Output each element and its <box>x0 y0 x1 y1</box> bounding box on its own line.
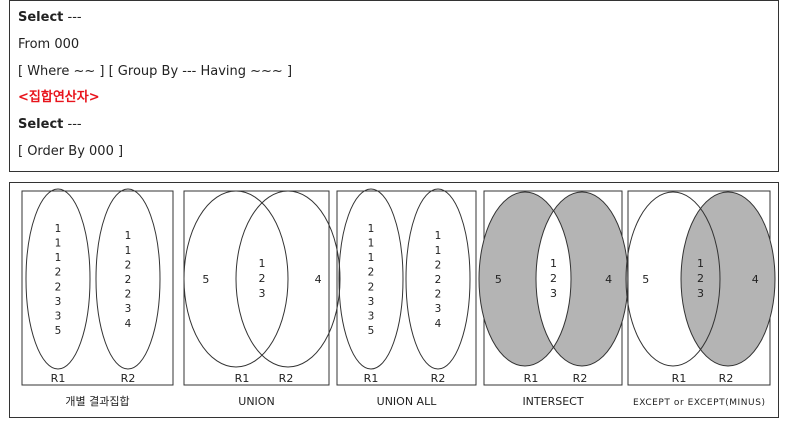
right-only-value: 4 <box>752 273 759 286</box>
r2-shaded-region <box>681 192 775 366</box>
r1-value: 1 <box>368 223 375 235</box>
diagram-caption: UNION <box>238 395 274 408</box>
right-only-value: 4 <box>605 273 612 286</box>
r2-value: 4 <box>435 318 442 330</box>
select-args: --- <box>67 10 82 25</box>
left-only-value: 5 <box>202 273 209 286</box>
overlap-value: 3 <box>697 287 704 300</box>
diagram-1: 1 1 1 2 2 3 3 5 1 1 2 2 2 3 4R1 R2 개별 결과집합 <box>21 188 174 408</box>
r1-value: 1 <box>368 252 375 264</box>
r1-ellipse <box>183 190 289 368</box>
r2-label: R2 <box>121 372 136 385</box>
r1-ellipse <box>338 188 404 370</box>
r2-value: 2 <box>435 274 442 286</box>
diagram-frame <box>183 190 330 386</box>
r2-ellipse <box>95 188 161 370</box>
r1-value: 2 <box>55 281 62 293</box>
diagram-caption: EXCEPT or EXCEPT(MINUS) <box>633 398 765 408</box>
diagram-caption: 개별 결과집합 <box>65 395 129 408</box>
set-operator-placeholder: <집합연산자> <box>18 90 100 106</box>
r1-value: 2 <box>55 267 62 279</box>
r2-value: 4 <box>125 318 132 330</box>
left-only-value: 5 <box>495 273 502 286</box>
r2-label: R2 <box>719 372 734 385</box>
diagram-frame <box>21 190 174 386</box>
r1-value: 1 <box>55 252 62 264</box>
overlap-value: 2 <box>550 272 557 285</box>
r2-value: 2 <box>125 259 132 271</box>
code-line-from: From 000 <box>18 36 80 52</box>
r2-value: 1 <box>435 230 442 242</box>
r1-value: 1 <box>368 238 375 250</box>
r2-ellipse <box>235 190 341 368</box>
r1-ellipse <box>478 191 572 367</box>
r2-value: 1 <box>125 230 132 242</box>
diagram-caption: UNION ALL <box>377 395 438 408</box>
overlap-value: 2 <box>697 272 704 285</box>
left-only-value: 5 <box>642 273 649 286</box>
r2-value: 2 <box>435 289 442 301</box>
r1-label: R1 <box>364 372 379 385</box>
r1-ellipse <box>625 191 721 367</box>
overlap-value: 1 <box>550 257 557 270</box>
r2-value: 3 <box>125 303 132 315</box>
r2-label: R2 <box>431 372 446 385</box>
r2-value: 2 <box>435 259 442 271</box>
r2-label: R2 <box>279 372 294 385</box>
overlap-value: 3 <box>550 287 557 300</box>
r1-value: 2 <box>368 267 375 279</box>
diagram-frame <box>336 190 477 386</box>
r2-value: 2 <box>125 289 132 301</box>
r2-ellipse <box>680 191 776 367</box>
select-args: --- <box>67 117 82 133</box>
intersection-region <box>536 192 571 366</box>
overlap-value: 3 <box>259 287 266 300</box>
r1-label: R1 <box>524 372 539 385</box>
diagram-canvas: 1 1 1 2 2 3 3 5 1 1 2 2 2 3 4R1 R2 개별 결과집합 5 4 1 2 3R1 R2UNION… <box>21 188 776 408</box>
r1-value: 1 <box>55 238 62 250</box>
r1-value: 3 <box>55 296 62 308</box>
diagram-caption: INTERSECT <box>522 395 583 408</box>
select-keyword: Select <box>18 10 64 25</box>
overlap-value: 1 <box>259 257 266 270</box>
code-line-select-2: Select --- <box>18 112 770 139</box>
r2-label: R2 <box>573 372 588 385</box>
overlap-value: 1 <box>697 257 704 270</box>
r1-ellipse <box>25 188 91 370</box>
r1-label: R1 <box>235 372 250 385</box>
r2-value: 2 <box>125 274 132 286</box>
r1-value: 2 <box>368 281 375 293</box>
r2-value: 1 <box>125 245 132 257</box>
r2-ellipse <box>405 188 471 370</box>
sql-syntax-box: Select --- From 000 [ Where ~~ ] [ Group… <box>9 0 779 172</box>
r1-label: R1 <box>51 372 66 385</box>
r1-value: 3 <box>55 311 62 323</box>
code-line-select-1: Select --- <box>18 5 770 32</box>
r1-value: 5 <box>55 325 62 337</box>
code-line-where-groupby: [ Where ~~ ] [ Group By --- Having ~~~ ] <box>18 63 293 79</box>
r1-value: 5 <box>368 325 375 337</box>
r1-value: 3 <box>368 311 375 323</box>
r2-value: 1 <box>435 245 442 257</box>
r1-value: 3 <box>368 296 375 308</box>
code-line-order-by: [ Order By 000 ] <box>18 143 124 159</box>
r1-value: 1 <box>55 223 62 235</box>
r2-value: 3 <box>435 303 442 315</box>
select-keyword: Select <box>18 117 64 133</box>
right-only-value: 4 <box>315 273 322 286</box>
r1-label: R1 <box>672 372 687 385</box>
overlap-value: 2 <box>259 272 266 285</box>
